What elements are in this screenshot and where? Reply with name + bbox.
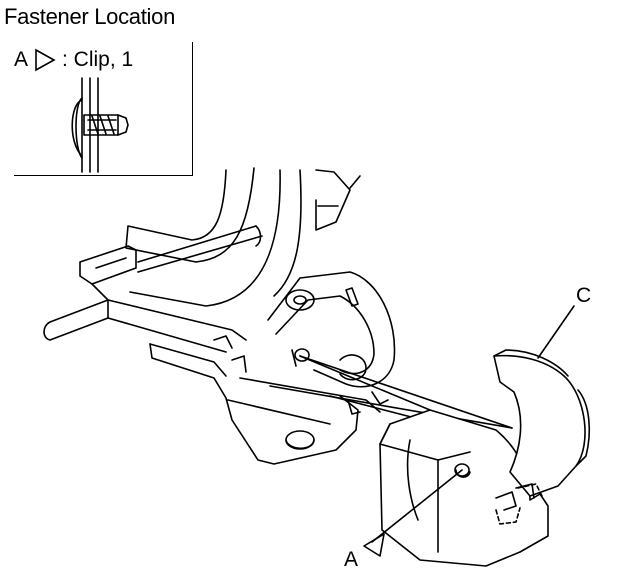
triangle-pointer-icon [35, 48, 56, 72]
seat-bracket [267, 271, 396, 405]
callout-c-leader [537, 305, 575, 359]
seat-frame [125, 167, 361, 307]
callout-a-label: A [344, 548, 359, 571]
callout-a-leader [371, 469, 463, 543]
seat-rail [43, 225, 263, 353]
legend-marker-letter: A [14, 48, 29, 71]
clip-detail-icon [71, 77, 129, 173]
legend-description: : Clip, 1 [62, 48, 134, 71]
seat-cover-c [379, 349, 591, 567]
legend-entry: A : Clip, 1 [14, 48, 133, 72]
callout-a-triangle-icon [363, 533, 385, 557]
page-title: Fastener Location [4, 4, 176, 29]
callout-c-label: C [576, 284, 592, 307]
clip-detail-inset [14, 42, 193, 176]
lower-track [149, 335, 381, 465]
